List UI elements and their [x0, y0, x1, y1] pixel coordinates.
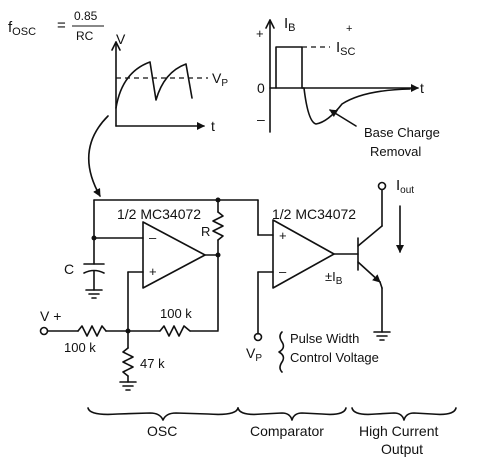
ib-label: IB — [284, 15, 296, 34]
formula-numerator: 0.85 — [74, 9, 98, 23]
formula-denominator: RC — [76, 29, 94, 43]
output-section-label-2: Output — [381, 441, 423, 457]
control-voltage-brace — [278, 331, 285, 373]
osc-section-brace — [87, 407, 239, 421]
emitter-lead — [379, 281, 383, 289]
resistor-100k-input — [77, 325, 107, 337]
r-label: R — [201, 224, 210, 239]
vplus-terminal — [39, 326, 49, 336]
isc-label: ISC — [336, 39, 356, 58]
opamp1-plus: + — [149, 264, 157, 279]
output-section-label-1: High Current — [359, 423, 438, 439]
charge-removal-text-1: Base Charge — [364, 125, 440, 140]
opamp1-label: 1/2 MC34072 — [117, 206, 201, 222]
transistor-emitter — [357, 261, 381, 283]
osc-vp-label: VP — [212, 70, 228, 89]
base-current-waveform-graph: + IB + ISC 0 – t Base Charge Removal — [256, 15, 440, 159]
waveform-pointer-arrow — [88, 115, 109, 197]
formula-equals: = — [57, 17, 66, 34]
opamp2-minus: – — [279, 264, 287, 279]
control-voltage-text: Control Voltage — [290, 350, 379, 365]
vplus-label: V + — [40, 308, 61, 324]
vp-label: VP — [246, 345, 262, 364]
osc-sawtooth-trace — [115, 61, 193, 109]
ib-minus-sign: – — [257, 111, 265, 127]
opamp1-triangle — [142, 221, 206, 289]
r47k-label: 47 k — [140, 356, 165, 371]
charge-removal-arrow — [329, 109, 357, 127]
opamp1-minus: – — [149, 230, 157, 245]
pulse-width-text: Pulse Width — [290, 331, 359, 346]
opamp2-plus: + — [279, 228, 287, 243]
ground-symbol-emitter — [373, 331, 391, 341]
r-feedback-label: 100 k — [160, 306, 192, 321]
c-label: C — [64, 261, 74, 277]
ib-x-label: t — [420, 80, 424, 96]
comparator-section-brace — [237, 407, 347, 421]
iout-terminal — [377, 181, 387, 191]
comparator-section-label: Comparator — [250, 423, 324, 439]
isc-plus-sign: + — [346, 23, 352, 35]
resistor-100k-feedback — [159, 325, 191, 337]
osc-x-label: t — [211, 118, 215, 134]
ib-pulse-trace — [275, 46, 411, 125]
resistor-47k — [122, 347, 134, 377]
osc-y-label: V — [116, 31, 126, 47]
vp-terminal — [253, 332, 263, 342]
output-section-brace — [351, 407, 457, 421]
opamp2-label: 1/2 MC34072 — [272, 206, 356, 222]
pulse-width-circuit: 1/2 MC34072 – + R C V + 100 k — [39, 177, 414, 391]
osc-y-arrowhead — [111, 41, 121, 51]
section-labels: OSC Comparator High Current Output — [87, 407, 457, 457]
ground-symbol-divider — [119, 381, 137, 391]
oscillator-waveform-graph: V t VP — [111, 31, 228, 134]
ib-zero-label: 0 — [257, 80, 265, 96]
iout-label: Iout — [396, 177, 414, 196]
transistor-collector — [357, 225, 383, 247]
ground-symbol-cap — [85, 289, 103, 299]
formula-lhs: fOSC — [8, 19, 36, 38]
oscillator-frequency-formula: fOSC = 0.85 RC — [8, 9, 104, 43]
ib-plus-sign: + — [256, 26, 264, 41]
resistor-r — [212, 211, 224, 241]
charge-removal-text-2: Removal — [370, 144, 421, 159]
osc-section-label: OSC — [147, 423, 177, 439]
ib-pm-label: ±IB — [325, 269, 343, 287]
opamp2-triangle — [272, 219, 335, 289]
r-input-label: 100 k — [64, 340, 96, 355]
ib-y-arrowhead — [265, 19, 275, 29]
